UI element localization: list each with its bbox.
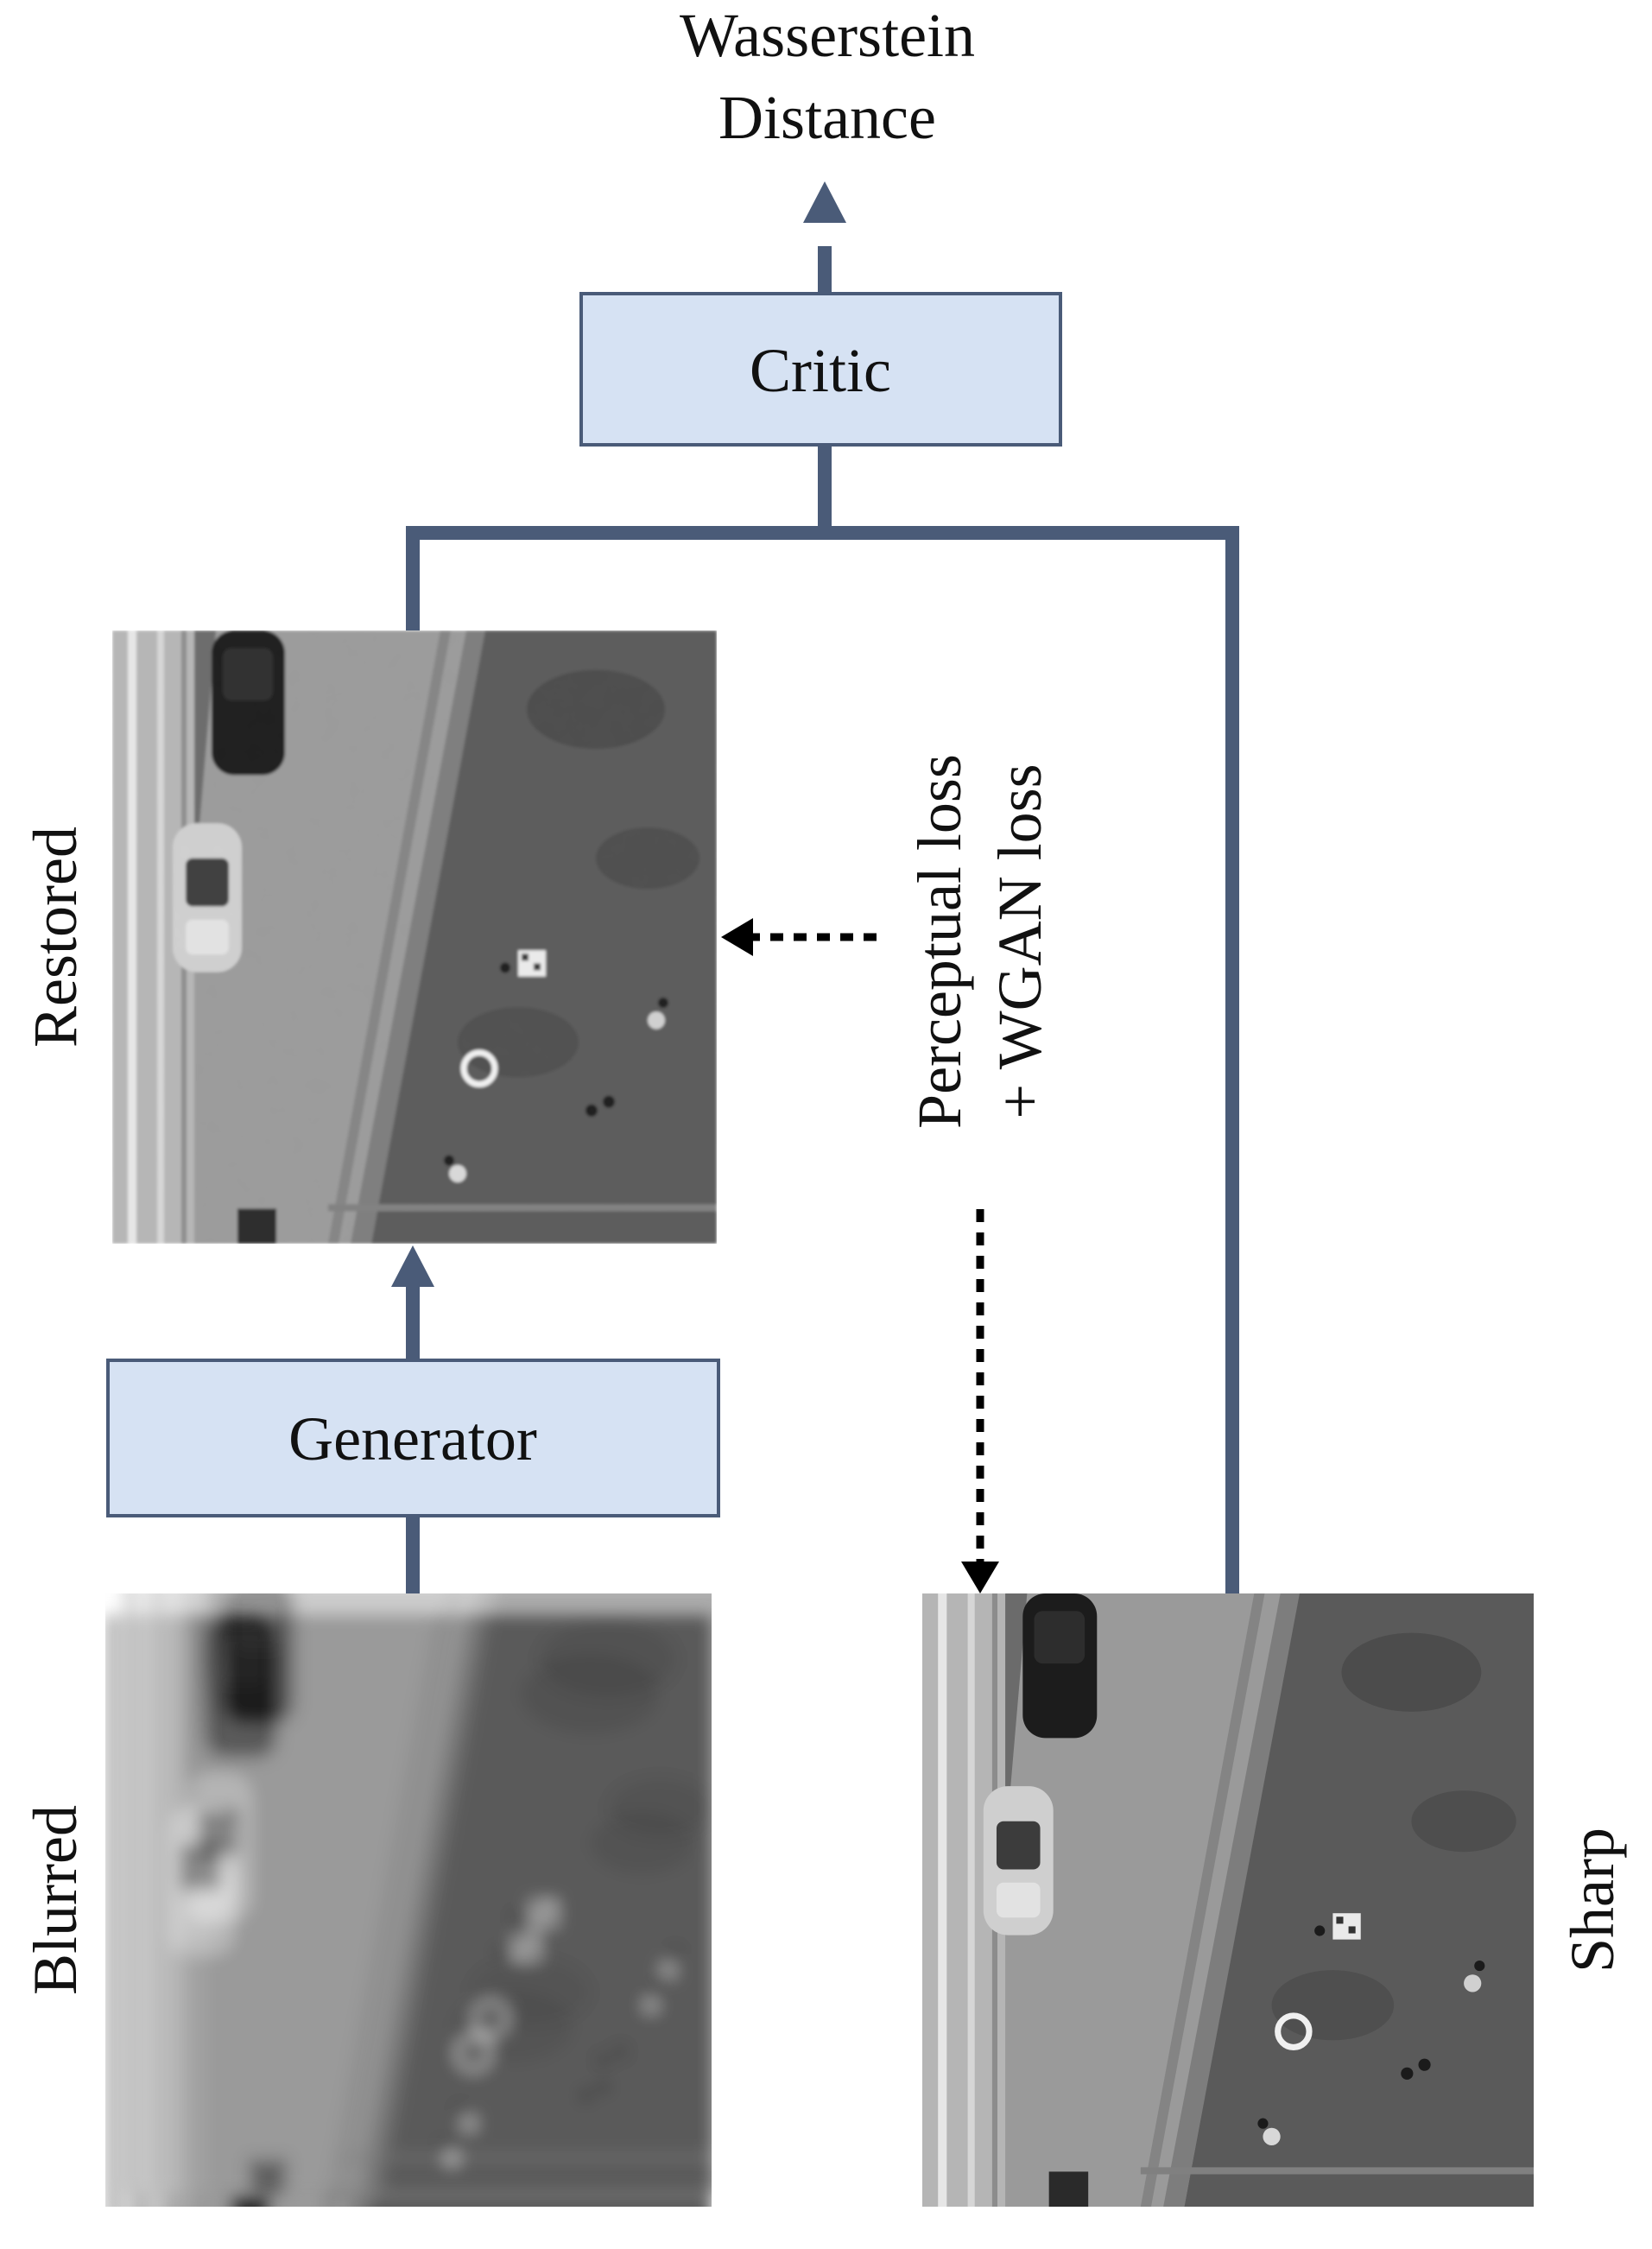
loss-to-sharp-arrow	[961, 1209, 999, 1593]
loss-label-line2: + WGAN loss	[985, 763, 1054, 1118]
blurred-label: Blurred	[21, 1805, 90, 1995]
restored-label: Restored	[21, 827, 90, 1048]
wasserstein-label-line2: Distance	[718, 83, 936, 152]
critic-label: Critic	[750, 336, 891, 405]
loss-label-line1: Perceptual loss	[905, 754, 974, 1129]
sharp-image	[922, 1593, 1534, 2207]
blurred-image	[105, 1581, 729, 2229]
restored-arrowhead	[391, 1245, 434, 1287]
critic-junction-line	[406, 526, 1239, 1593]
sharp-label: Sharp	[1558, 1828, 1627, 1973]
wasserstein-arrowhead	[803, 181, 846, 223]
generator-label: Generator	[288, 1404, 537, 1473]
loss-to-restored-arrow	[721, 918, 877, 956]
generator-box: Generator	[106, 1359, 720, 1517]
wasserstein-label-line1: Wasserstein	[680, 1, 975, 70]
restored-image	[112, 630, 717, 1244]
critic-box: Critic	[579, 292, 1062, 447]
connector-lines	[406, 246, 1239, 1593]
